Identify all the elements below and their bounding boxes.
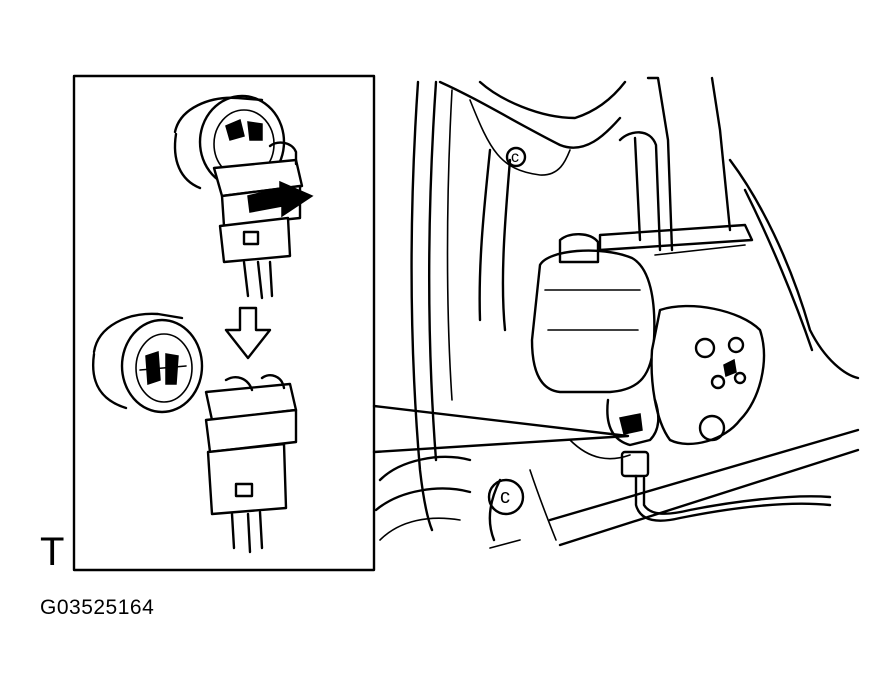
callout-c-upper: c: [505, 146, 527, 168]
inset-box: [72, 74, 376, 572]
callout-c-lower: c: [487, 478, 525, 516]
inset-leader-line: [372, 404, 630, 454]
connector-assembly-connected: [173, 94, 314, 300]
figure-code: G03525164: [40, 596, 155, 619]
vehicle-body-panel: [374, 76, 860, 549]
corner-mark: T: [40, 530, 65, 574]
downward-arrow-icon: [224, 306, 272, 360]
connector-disconnect-arrow-icon: [247, 180, 314, 218]
connector-assembly-separated: [91, 312, 298, 554]
svg-text:c: c: [500, 486, 510, 508]
svg-text:c: c: [511, 149, 519, 166]
